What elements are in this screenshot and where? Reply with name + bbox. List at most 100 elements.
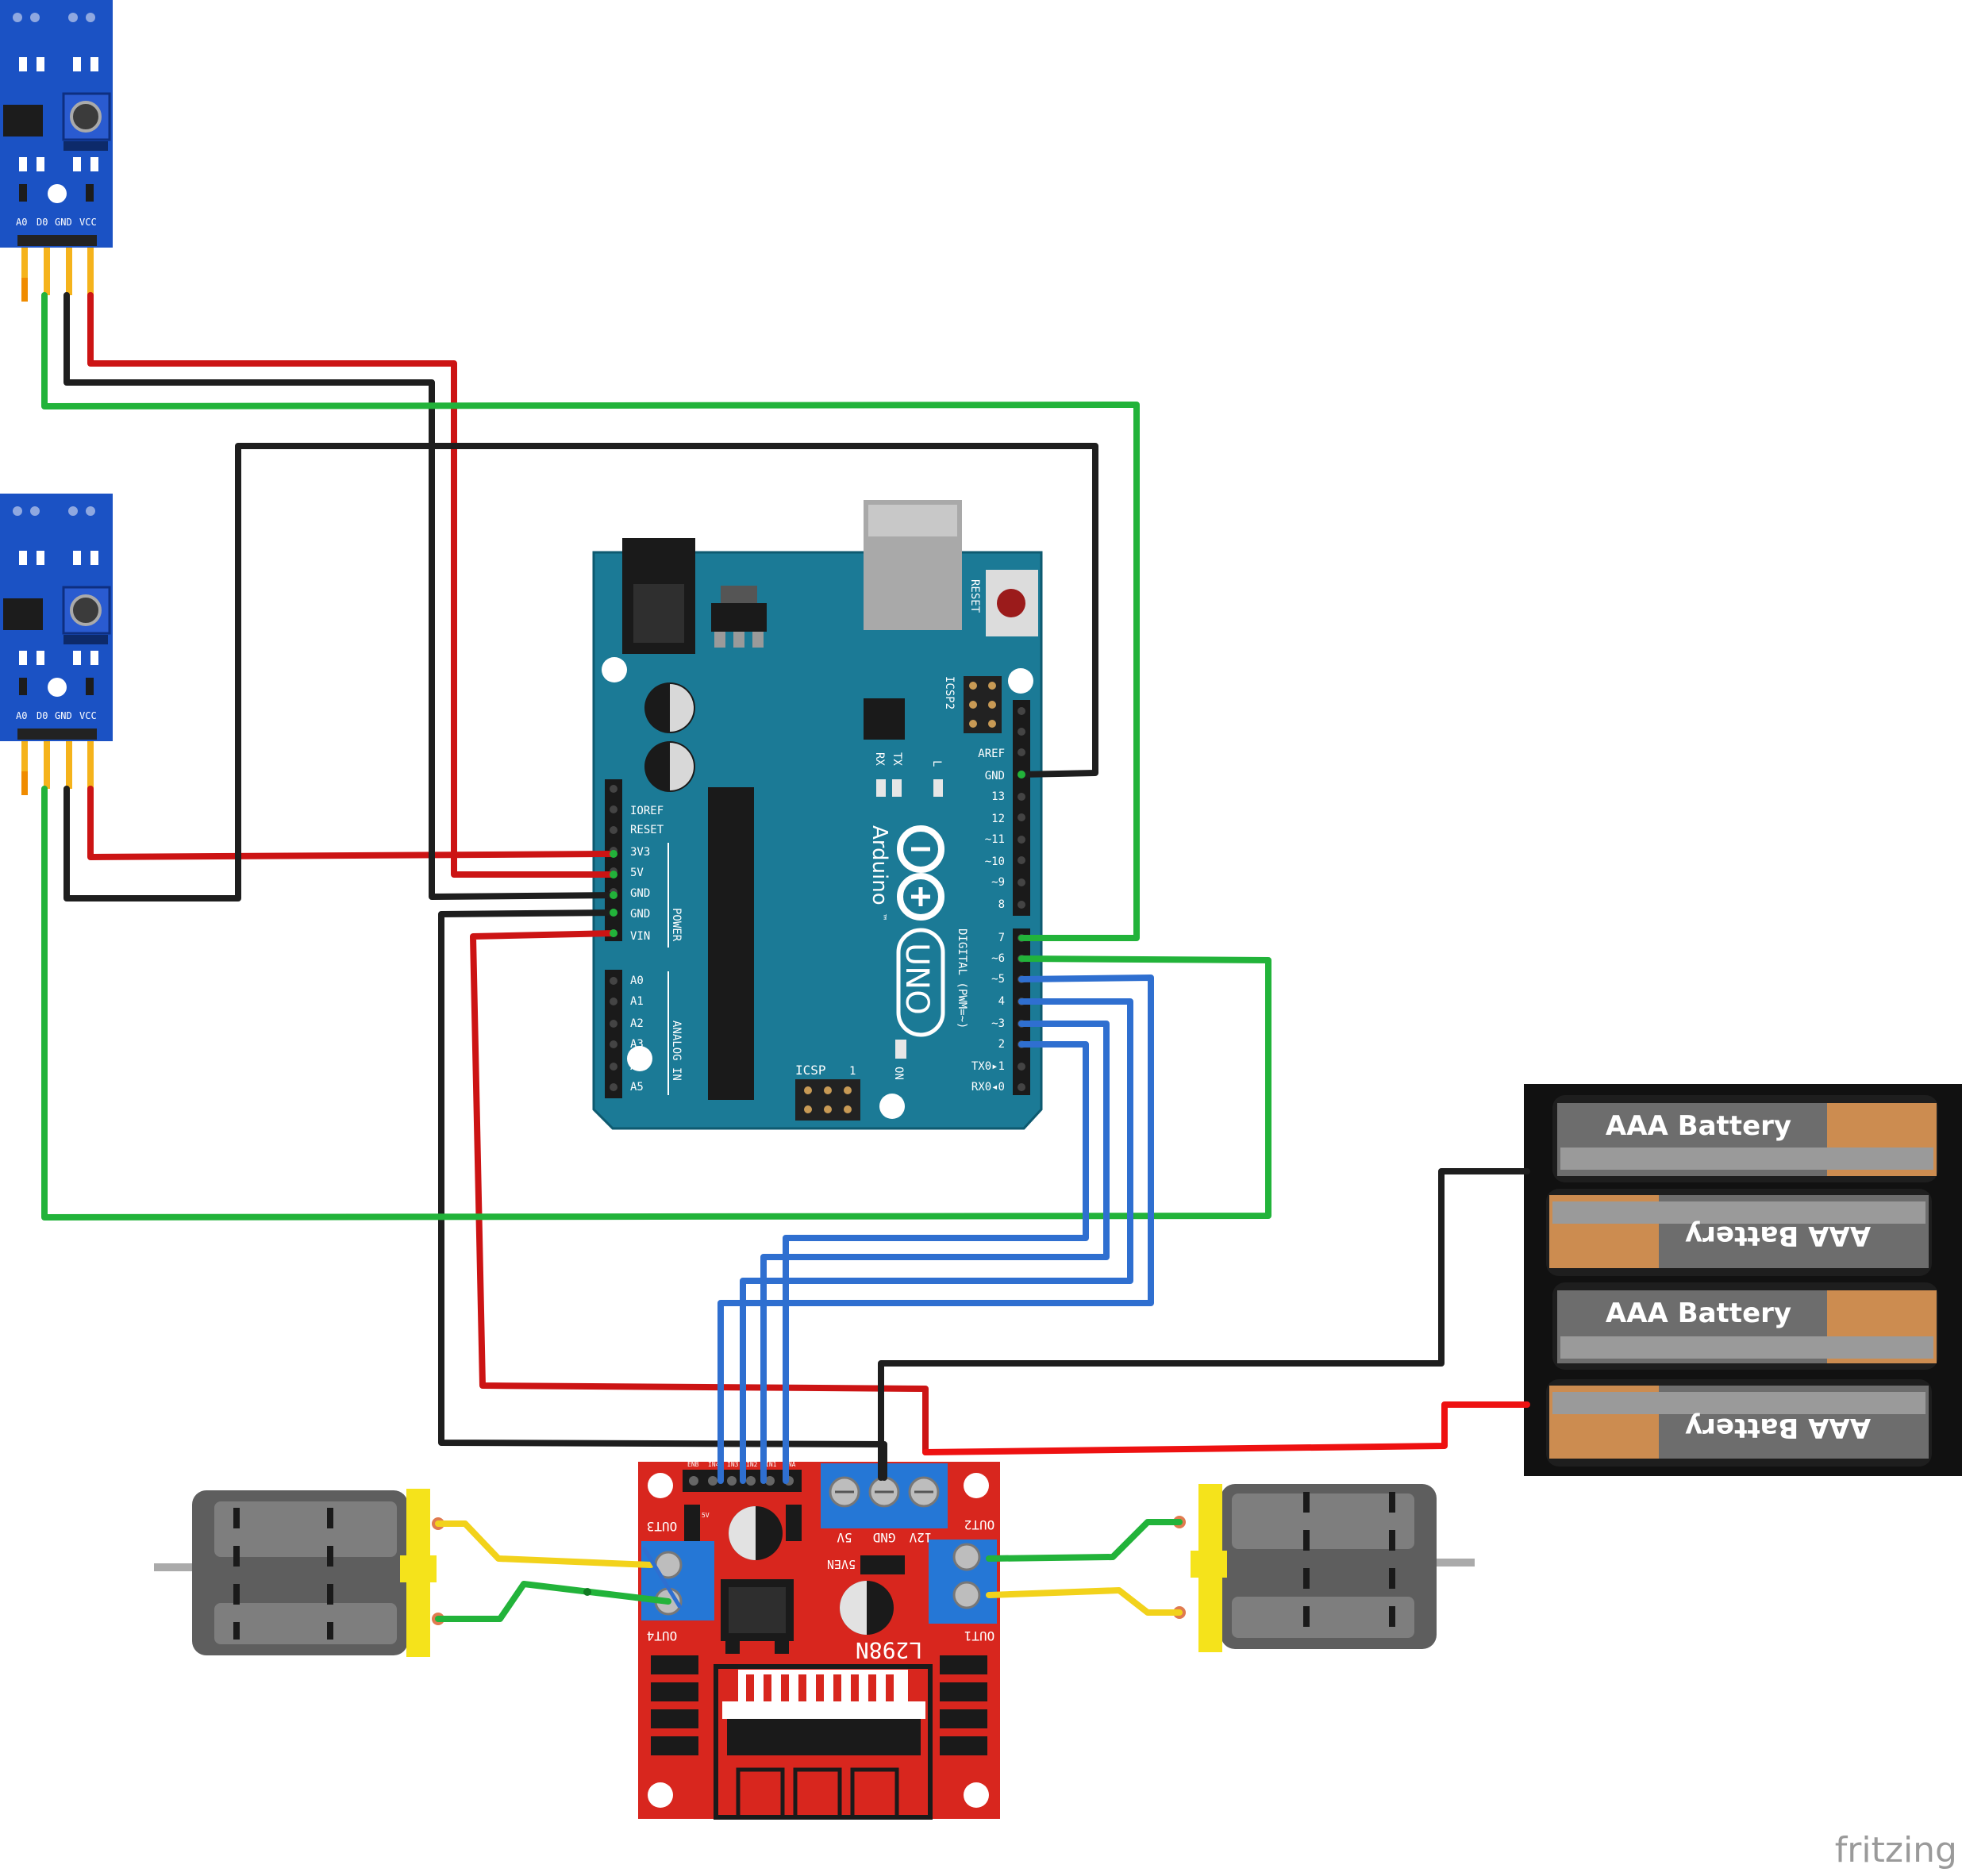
sensor1-pin-gnd: GND [55,217,72,228]
label-in2: IN2 [746,1461,758,1468]
wire-green-sensor1-d0 [41,292,1140,941]
label-out3: OUT3 [647,1519,678,1534]
battery-cell-3: AAA Battery [1552,1282,1938,1370]
battery-cell-2: AAA Battery [1546,1189,1932,1276]
reset-label: RESET [968,579,981,613]
digital-header-top [1013,700,1030,916]
trademark: ™ [877,914,888,920]
pin-a2: A2 [630,1017,644,1030]
wire-black-sensor2-gnd [63,443,1098,901]
sensor1-pin-d0: D0 [37,217,48,228]
pin-12: 12 [991,813,1005,825]
sensor2-pin-a0: A0 [16,710,27,721]
pin-7: 7 [998,932,1005,944]
pin-gnd-2: GND [630,908,650,921]
wire-green-sensor2-d0 [41,786,1271,1221]
icsp-label: ICSP [795,1063,826,1078]
wire-blue-pin3 [760,1021,1110,1484]
wire-blue-pin5 [717,975,1154,1484]
fritzing-watermark: fritzing [1835,1830,1957,1870]
ir-sensor-module-1: A0 D0 GND VCC [0,0,113,302]
wire-red-vin-driver [470,930,929,1455]
label-gnd: GND [873,1530,896,1545]
chip-label-l298n: L298N [856,1637,922,1663]
pin-ioref: IOREF [630,805,664,817]
wire-red-battery [922,1401,1530,1455]
pin-8: 8 [998,898,1005,911]
pin-1-tx: TX0▸1 [971,1060,1005,1073]
label-in1: IN1 [765,1461,777,1468]
wires [41,292,1530,1622]
dc-motor-right [1173,1484,1475,1652]
rx-label: RX [873,752,886,766]
power-header [605,779,622,941]
uno-model: UNO [898,943,935,1015]
pin-gnd-digital: GND [985,770,1005,782]
tx-label: TX [891,752,903,766]
label-in4: IN4 [708,1461,720,1468]
pin-gnd-1: GND [630,887,650,900]
label-in3: IN3 [727,1461,739,1468]
wire-black-battery-gnd [878,1168,1530,1481]
power-section-label: POWER [670,908,683,942]
wire-yellow-motor-left [435,1520,654,1568]
label-5v: 5V [837,1530,852,1545]
l-led-label: L [930,760,943,767]
pin-11: ~11 [985,833,1005,846]
battery-label-2: AAA Battery [1685,1220,1871,1251]
pin-0-rx: RX0◂0 [971,1081,1005,1094]
battery-label-3: AAA Battery [1606,1297,1791,1329]
pin-2: 2 [998,1038,1005,1051]
pin-4: 4 [998,995,1005,1008]
sensor2-pin-vcc: VCC [79,710,97,721]
pin-6: ~6 [991,952,1005,965]
pin-9: ~9 [991,876,1005,889]
dc-motor-left [154,1489,444,1657]
sensor1-pin-a0: A0 [16,217,27,228]
arduino-brand: Arduino [868,825,891,905]
wire-blue-pin4 [740,998,1133,1484]
battery-label-4: AAA Battery [1685,1412,1871,1444]
wire-green-motor-right [986,1519,1183,1562]
icsp-pin1-label: 1 [849,1065,856,1078]
wire-green-motor-left [435,1581,671,1622]
arduino-logo-icon [897,825,944,921]
wire-black-sensor1-gnd [63,292,617,900]
sensor2-pin-gnd: GND [55,710,72,721]
on-label: ON [892,1067,905,1080]
wire-yellow-motor-right [986,1587,1183,1616]
arduino-uno-board: RESET ICSP2 TX RX L [592,500,1043,1130]
pin-3: ~3 [991,1017,1005,1030]
ir-sensor-module-2: A0 D0 GND VCC [0,494,113,795]
pin-5: ~5 [991,973,1005,986]
label-out2: OUT2 [964,1517,995,1532]
pin-10: ~10 [985,855,1005,868]
pin-a1: A1 [630,995,644,1008]
aaa-battery-pack: AAA Battery AAA Battery AAA Battery AAA … [1524,1084,1962,1476]
icsp2-label: ICSP2 [943,676,956,709]
pin-a4: A4 [630,1060,644,1073]
pin-5v: 5V [630,867,644,879]
pin-a3: A3 [630,1038,644,1051]
label-12v: 12V [909,1530,932,1545]
battery-cell-1: AAA Battery [1552,1095,1938,1182]
wire-blue-pin2 [783,1041,1089,1484]
label-enb: ENB [687,1461,699,1468]
l298n-motor-driver: ENB IN4 IN3 IN2 IN1 ENA 5V 12V GND 5V 5V… [638,1461,1000,1820]
analog-header [605,970,622,1098]
sensor1-pin-vcc: VCC [79,217,97,228]
analog-section-label: ANALOG IN [670,1021,683,1081]
pin-reset: RESET [630,824,664,836]
battery-label-1: AAA Battery [1606,1110,1791,1142]
digital-section-label: DIGITAL (PWM=~) [956,928,968,1028]
atmega-chip [708,787,754,1100]
label-5ven: 5VEN [827,1557,856,1571]
pin-vin: VIN [630,930,650,943]
l298n-chip [727,1719,921,1755]
battery-cell-4: AAA Battery [1546,1379,1932,1467]
pin-a0: A0 [630,975,644,987]
digital-header-bottom [1013,928,1030,1095]
pin-aref: AREF [978,748,1005,760]
pin-13: 13 [991,790,1005,803]
